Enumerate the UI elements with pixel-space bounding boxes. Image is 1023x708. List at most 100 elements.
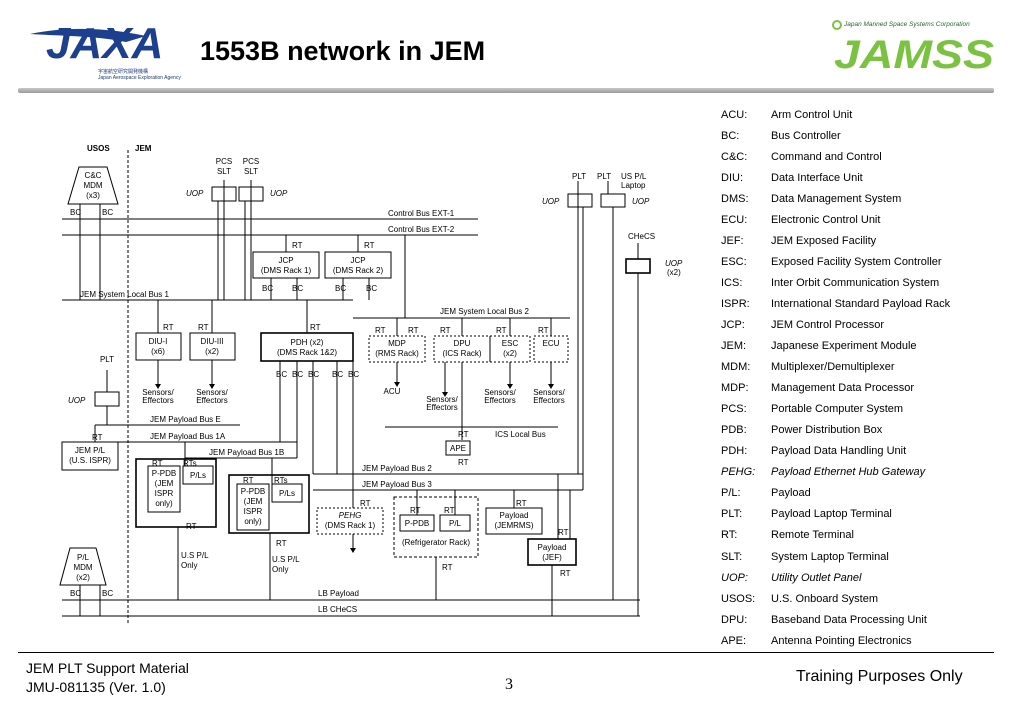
rt-label: RT [560,569,571,578]
cc-mdm-line3: (x3) [86,191,100,200]
rt-label: RT [496,326,507,335]
glossary-row: ECU:Electronic Control Unit [721,209,991,230]
sensors-line2: Effectors [484,396,515,405]
glossary-row: P/L:Payload [721,483,991,504]
glossary-row: PCS:Portable Computer System [721,399,991,420]
rts-label: RTs [274,476,288,485]
bc-label: BC [348,370,359,379]
glossary-abbreviation: C&C: [721,150,748,163]
p-pdb-line1: P-PDB [241,487,265,496]
glossary-abbreviation: DPU: [721,613,748,626]
checs-label: CHeCS [628,232,655,241]
glossary-definition: Payload [771,487,811,500]
usos-label: USOS [87,144,110,153]
glossary-abbreviation: JEF: [721,234,744,247]
jamss-mark-icon [832,20,842,30]
us-pl-only-line2: Only [272,565,288,574]
glossary-row: JCP:JEM Control Processor [721,314,991,335]
glossary-definition: Utility Outlet Panel [771,571,862,584]
bus-jem-local1: JEM System Local Bus 1 [80,290,169,299]
bc-label: BC [262,284,273,293]
slt-label: SLT [244,167,258,176]
footer-document-title: JEM PLT Support Material [26,660,189,676]
jaxa-logo-text: JAXA [46,19,163,68]
glossary-row: DIU:Data Interface Unit [721,167,991,188]
rt-label: RT [410,506,421,515]
payload-jemrms-line2: (JEMRMS) [494,521,533,530]
pls-label: P/Ls [190,471,206,480]
glossary-definition: Payload Laptop Terminal [771,508,892,521]
rt-label: RT [458,458,469,467]
sensors-line2: Effectors [426,403,457,412]
glossary-definition: Baseband Data Processing Unit [771,613,927,626]
glossary-definition: Inter Orbit Communication System [771,276,940,289]
pls-label: P/Ls [279,489,295,498]
diu-i-line1: DIU-I [149,337,168,346]
bus-payload-1a: JEM Payload Bus 1A [150,432,226,441]
diu-i-line2: (x6) [151,347,165,356]
rt-label: RT [375,326,386,335]
cc-mdm-line1: C&C [85,171,102,180]
glossary-abbreviation: PCS: [721,403,747,416]
p-pdb-line4: only) [155,499,173,508]
sensors-line2: Effectors [142,396,173,405]
glossary-abbreviation: SLT: [721,550,743,563]
bc-label: BC [276,370,287,379]
glossary-abbreviation: ECU: [721,213,748,226]
bc-label: BC [308,370,319,379]
bus-payload-2: JEM Payload Bus 2 [362,464,432,473]
glossary-definition: Arm Control Unit [771,108,853,121]
glossary-abbreviation: PDB: [721,424,747,437]
pl-mdm-line1: P/L [77,553,90,562]
uop-label: UOP [68,396,86,405]
rt-label: RT [360,499,371,508]
bus-payload-3: JEM Payload Bus 3 [362,480,432,489]
glossary-row: ACU:Arm Control Unit [721,104,991,125]
header-divider [18,88,994,93]
us-pl-only-line1: U.S P/L [181,551,209,560]
bus-lb-payload: LB Payload [318,589,359,598]
plt-label: PLT [597,172,611,181]
jem-label: JEM [135,144,152,153]
sensors-line2: Effectors [533,396,564,405]
bus-control-ext1: Control Bus EXT-1 [388,209,455,218]
p-pdb-line3: ISPR [244,507,263,516]
payload-jef-line1: Payload [538,543,567,552]
glossary-abbreviation: JCP: [721,318,745,331]
glossary-row: ICS: Inter Orbit Communication System [721,272,991,293]
glossary-definition: Antenna Pointing Electronics [771,634,912,647]
mdp-line2: (RMS Rack) [375,349,419,358]
sensors-line2: Effectors [196,396,227,405]
footer-divider [18,652,994,653]
glossary-definition: Multiplexer/Demultiplexer [771,361,895,374]
glossary-row: SLT:System Laptop Terminal [721,546,991,567]
p-pdb-line4: only) [244,517,262,526]
glossary-definition: JEM Exposed Facility [771,234,877,247]
glossary-abbreviation: USOS: [721,592,756,605]
uop-x2-line2: (x2) [667,268,681,277]
jamss-logo: JAMSS Japan Manned Space Systems Corpora… [828,20,1000,78]
p-pdb-line2: (JEM [244,497,263,506]
glossary-row: ISPR:International Standard Payload Rack [721,293,991,314]
glossary-abbreviation: ICS: [721,276,743,289]
jem-pl-line1: JEM P/L [75,446,106,455]
slt-label: SLT [217,167,231,176]
glossary-row: PDB:Power Distribution Box [721,420,991,441]
rt-label: RT [364,241,375,250]
rt-label: RT [243,476,254,485]
glossary-abbreviation: PDH: [721,445,748,458]
jcp1-line2: (DMS Rack 1) [261,266,312,275]
bus-ics-local: ICS Local Bus [495,430,546,439]
rt-label: RT [186,522,197,531]
rt-label: RT [440,326,451,335]
glossary-row: PDH:Payload Data Handling Unit [721,441,991,462]
glossary-abbreviation: ESC: [721,255,747,268]
us-pl-only-line1: U.S P/L [272,555,300,564]
sensors-line1: Sensors/ [533,388,565,397]
bus-jem-local2: JEM System Local Bus 2 [440,307,529,316]
rt-label: RT [516,499,527,508]
glossary-definition: Remote Terminal [771,529,854,542]
glossary-row: DMS:Data Management System [721,188,991,209]
rts-label: RTs [183,459,197,468]
rt-label: RT [442,563,453,572]
